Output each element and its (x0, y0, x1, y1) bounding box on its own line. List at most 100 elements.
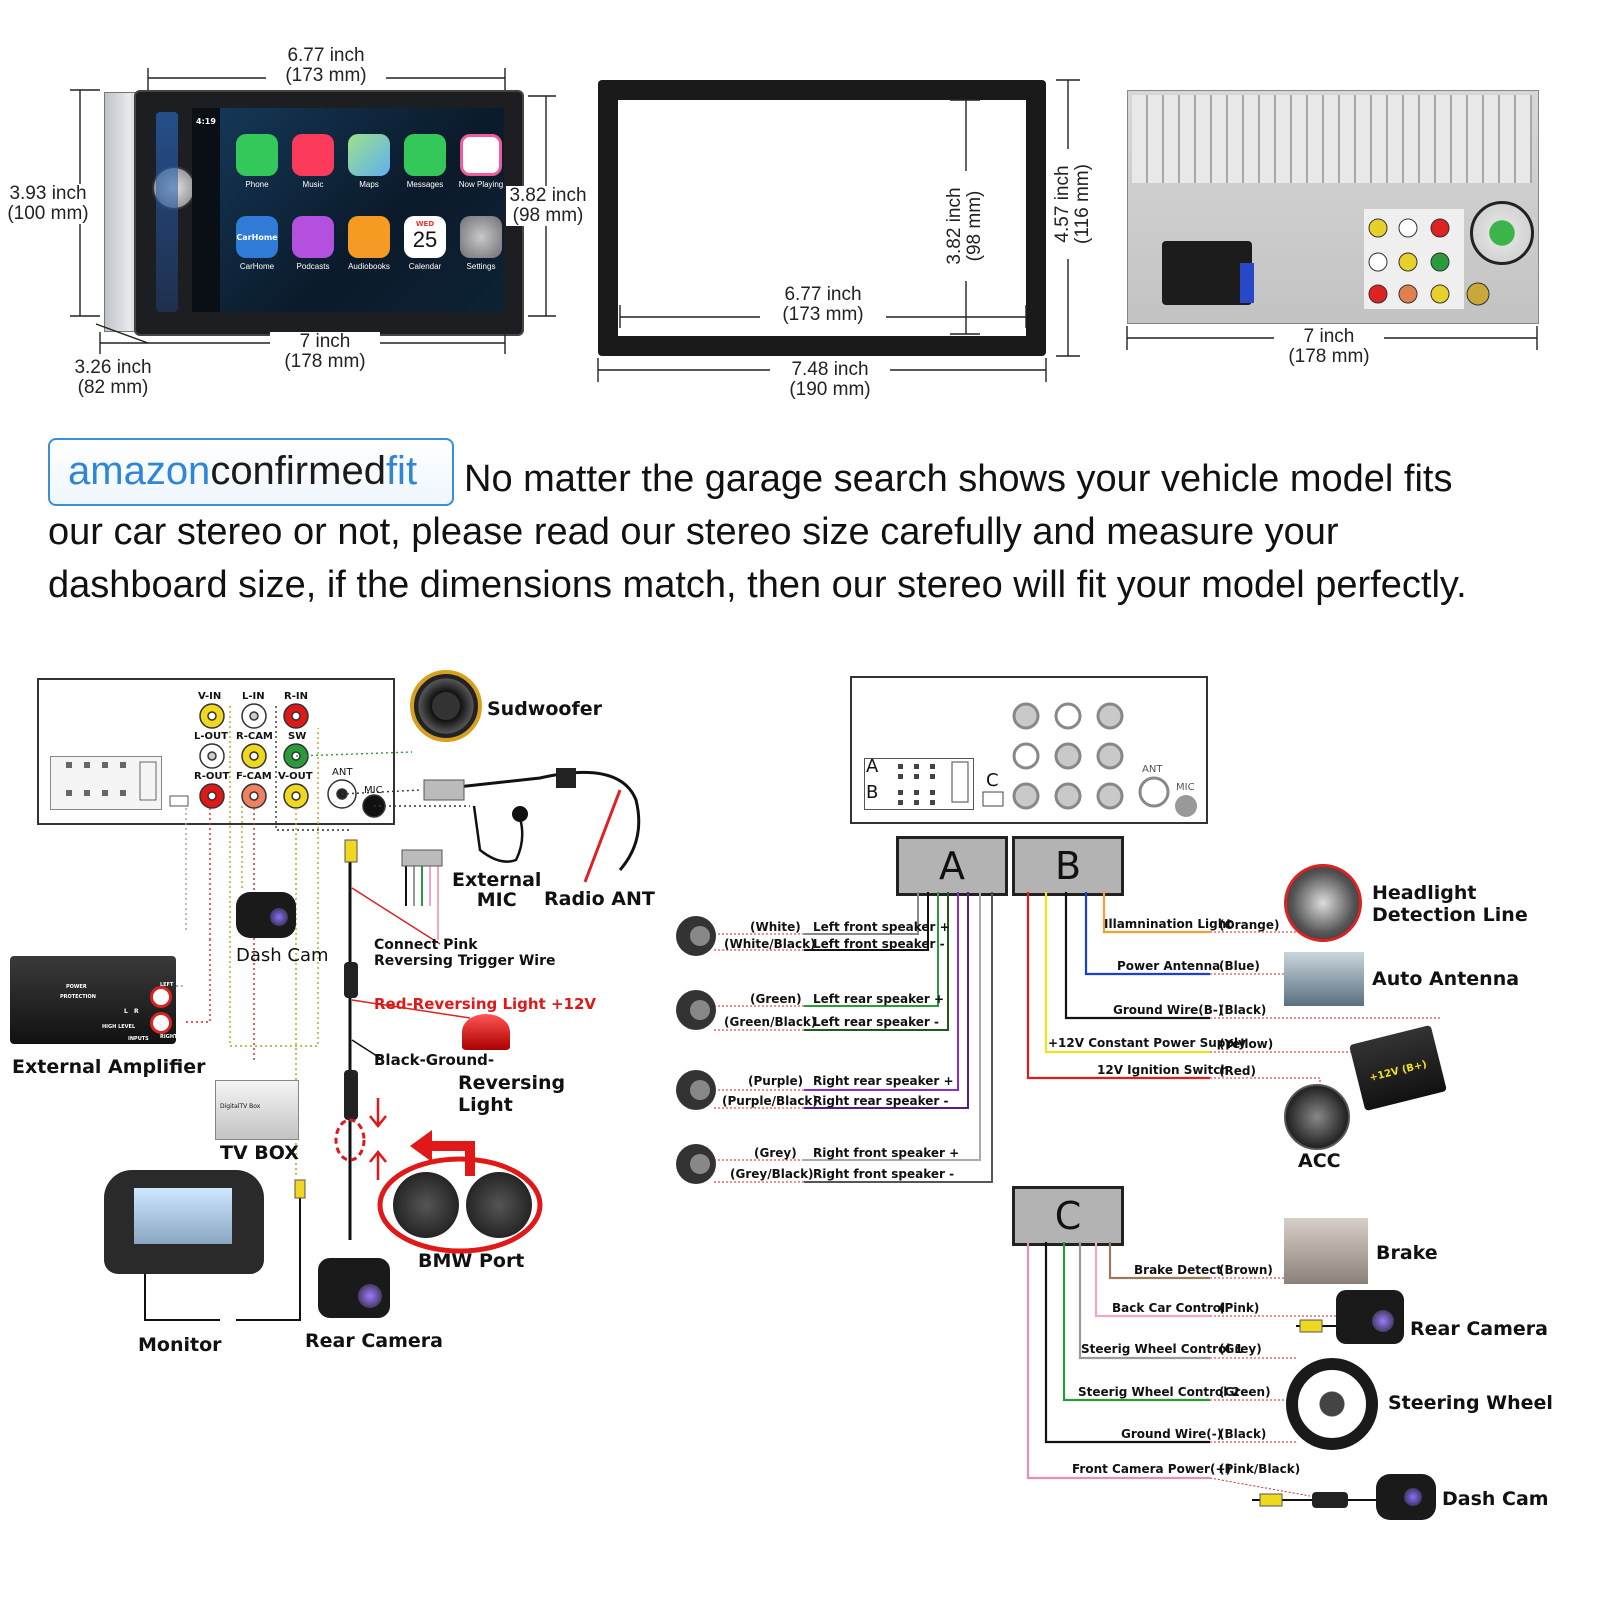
brake-icon (1284, 1218, 1368, 1284)
dim-inch: 6.77 inch (287, 45, 365, 66)
dim-inch: 3.93 inch (9, 183, 87, 204)
c-wire-4-name: Steerig Wheel Control 2 (1078, 1385, 1240, 1399)
speaker-2-name-minus: Left rear speaker - (813, 1015, 940, 1029)
amp-r: R (134, 1008, 139, 1015)
dim-head-height: 3.93 inch(100 mm) (4, 184, 92, 224)
acc-icon (1284, 1084, 1350, 1150)
dim-bottom-width: 7 inch(178 mm) (270, 332, 380, 372)
connector-a-header: A (896, 836, 1008, 896)
c-wire-1-color: (Brown) (1219, 1263, 1273, 1277)
amp-l: L (124, 1008, 128, 1015)
dim-mm: (98 mm) (512, 205, 584, 226)
podcasts-app-icon[interactable] (292, 216, 334, 258)
tv-box-icon: DigitalTV Box (215, 1080, 299, 1140)
dim-frame-inner-width: 6.77 inch(173 mm) (760, 285, 886, 325)
dim-mm: (173 mm) (782, 304, 864, 325)
heat-sink (1132, 95, 1532, 183)
dim-screen-height: 3.82 inch(98 mm) (506, 186, 590, 226)
port-mic: MIC (364, 785, 383, 796)
red-reversing-label: Red-Reversing Light +12V (374, 995, 597, 1013)
badge-fit: fit (385, 449, 418, 493)
app-label: Podcasts (296, 262, 330, 271)
fan-icon (1470, 201, 1534, 265)
amp-inputs: INPUTS (128, 1036, 149, 1042)
dim-mm: (178 mm) (284, 351, 366, 372)
rear-camera-lens-icon (1372, 1310, 1394, 1332)
steering-wheel-icon (1286, 1358, 1378, 1450)
app-label: Phone (245, 180, 269, 189)
external-amplifier-icon: POWER PROTECTION HIGH LEVEL INPUTS LEFT … (10, 956, 177, 1044)
app-label: Audiobooks (348, 262, 390, 271)
acc-label: ACC (1298, 1150, 1341, 1172)
now-playing-app-icon[interactable] (460, 134, 502, 176)
badge-amazon: amazon (68, 449, 211, 493)
maps-app-icon[interactable] (348, 134, 390, 176)
connector-b-header: B (1012, 836, 1124, 896)
tv-box-label: TV BOX (220, 1142, 299, 1164)
amp-protection: PROTECTION (60, 994, 96, 1000)
carhome-icon-text: CarHome (236, 233, 278, 242)
monitor-label: Monitor (138, 1334, 222, 1356)
b-wire-2-color: (Blue) (1219, 959, 1260, 973)
dim-inch: 7.48 inch (791, 359, 869, 380)
speaker-1-color-plus: (White) (750, 920, 801, 934)
port-l-out: L-OUT (194, 731, 228, 742)
dim-mm: (82 mm) (77, 377, 149, 398)
app-label: CarHome (239, 262, 275, 271)
dim-back-width: 7 inch(178 mm) (1274, 327, 1384, 367)
iso-connector (1162, 241, 1252, 305)
right-plug-c: C (986, 770, 999, 791)
speaker-4-name-minus: Right front speaker - (813, 1167, 955, 1181)
headlight-icon (1284, 864, 1362, 942)
dash-cam-lens-icon (1404, 1488, 1422, 1506)
reversing-light-text: Reversing Light (458, 1072, 566, 1116)
right-plug-b: B (866, 782, 879, 803)
mounting-frame (598, 80, 1046, 356)
port-v-out: V-OUT (278, 771, 313, 782)
speaker-3-color-plus: (Purple) (748, 1074, 804, 1088)
monitor-icon (104, 1170, 264, 1274)
b-wire-3-color: (Black) (1219, 1003, 1267, 1017)
dim-depth: 3.26 inch(82 mm) (68, 358, 158, 398)
phone-app-icon[interactable] (236, 134, 278, 176)
monitor-screen (134, 1188, 232, 1244)
app-label: Now Playing (458, 180, 504, 189)
port-l-in: L-IN (242, 691, 265, 702)
speaker-2-color-plus: (Green) (750, 992, 802, 1006)
bmw-port-label: BMW Port (418, 1250, 525, 1272)
b-wire-5-name: 12V Ignition Switch (1097, 1063, 1229, 1077)
app-label: Maps (359, 180, 379, 189)
dim-inch: 7 inch (299, 331, 351, 352)
dash-cam-icon-right (1376, 1474, 1436, 1520)
speaker-1-name-minus: Left front speaker - (813, 937, 945, 951)
audiobooks-app-icon[interactable] (348, 216, 390, 258)
c-wire-2-color: (Pink) (1219, 1301, 1260, 1315)
port-r-out: R-OUT (194, 771, 230, 782)
rear-camera-label-right: Rear Camera (1410, 1318, 1548, 1340)
iso-latch (1240, 263, 1254, 303)
dim-frame-height: 4.57 inch(116 mm) (1052, 149, 1093, 259)
c-wire-1-name: Brake Detect (1134, 1263, 1222, 1277)
dim-mm: (100 mm) (7, 203, 89, 224)
battery-icon: +12V (B+) (1349, 1024, 1447, 1112)
bmw-port-female-icon (466, 1172, 532, 1238)
badge-confirmed: confirmed (210, 449, 386, 493)
b-wire-3-name: Ground Wire(B-) (1113, 1003, 1224, 1017)
speaker-2-color-minus: (Green/Black) (724, 1015, 817, 1029)
auto-antenna-label: Auto Antenna (1372, 968, 1520, 990)
settings-app-icon[interactable] (460, 216, 502, 258)
calendar-app-icon[interactable]: WED 25 (404, 216, 446, 258)
carhome-app-icon[interactable] (236, 216, 278, 258)
rear-camera-icon (1336, 1290, 1404, 1344)
calendar-day: WED (415, 220, 435, 228)
music-app-icon[interactable] (292, 134, 334, 176)
messages-app-icon[interactable] (404, 134, 446, 176)
headlight-label: Headlight Detection Line (1372, 882, 1528, 926)
external-mic-icon (512, 806, 528, 822)
port-v-in: V-IN (198, 691, 222, 702)
radio-ant-label: Radio ANT (544, 888, 655, 910)
external-amplifier-label: External Amplifier (12, 1056, 206, 1078)
port-ant: ANT (332, 767, 353, 778)
left-iso-plug (50, 756, 162, 810)
clock: 4:19 (196, 117, 216, 126)
